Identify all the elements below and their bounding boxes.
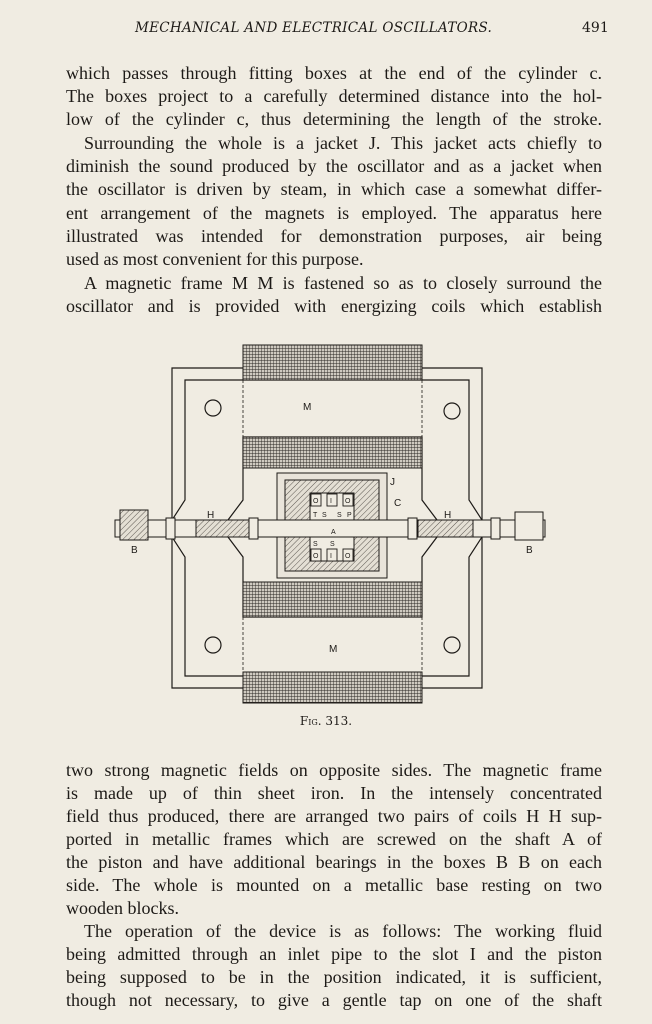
bolt-hole <box>204 399 222 417</box>
text-line: being admitted through an inlet pipe to … <box>66 944 602 964</box>
page-number: 491 <box>582 20 609 36</box>
coil-top-inner <box>242 436 423 469</box>
label-s: S <box>330 541 335 548</box>
text-line: Surrounding the whole is a jacket J. Thi… <box>84 133 602 153</box>
label-b-left: B <box>131 545 138 556</box>
bearing-box-left <box>119 509 149 541</box>
label-t: T <box>313 512 318 519</box>
label-o: O <box>313 498 319 505</box>
text-line: A magnetic frame M M is fastened so as t… <box>84 273 602 293</box>
text-line: diminish the sound produced by the oscil… <box>66 156 602 176</box>
running-header: MECHANICAL AND ELECTRICAL OSCILLATORS. <box>135 20 493 36</box>
label-s: S <box>313 541 318 548</box>
coil-h-left <box>195 519 252 538</box>
label-o: O <box>345 498 351 505</box>
text-line: field thus produced, there are arranged … <box>66 806 602 826</box>
text-line: being supposed to be in the position ind… <box>66 967 602 987</box>
text-line: two strong magnetic fields on opposite s… <box>66 760 602 780</box>
label-c: C <box>394 498 401 509</box>
text-line: the oscillator is driven by steam, in wh… <box>66 179 602 199</box>
label-i: I <box>330 498 332 505</box>
label-m-bottom: M <box>329 644 337 655</box>
text-line: which passes through fitting boxes at th… <box>66 63 602 83</box>
figure-caption: Fig. 313. <box>299 714 353 728</box>
label-s: S <box>322 512 327 519</box>
label-s: S <box>337 512 342 519</box>
text-line: side. The whole is mounted on a metallic… <box>66 875 602 895</box>
text-line: wooden blocks. <box>66 898 179 918</box>
text-line: The boxes project to a carefully determi… <box>66 86 602 106</box>
coil-h-right <box>417 519 474 538</box>
label-o: O <box>313 553 319 560</box>
bolt-hole <box>443 402 461 420</box>
label-a: A <box>331 529 336 536</box>
coil-bottom-outer <box>242 671 423 704</box>
text-line: The operation of the device is as follow… <box>84 921 602 941</box>
coil-bottom-inner <box>242 581 423 618</box>
text-line: though not necessary, to give a gentle t… <box>66 990 602 1010</box>
text-line: ent arrangement of the magnets is employ… <box>66 203 602 223</box>
text-line: low of the cylinder c, thus determining … <box>66 109 602 129</box>
text-line: the piston and have additional bearings … <box>66 852 602 872</box>
shaft-a <box>114 519 546 538</box>
text-line: is made up of thin sheet iron. In the in… <box>66 783 602 803</box>
label-p: P <box>347 512 352 519</box>
text-line: oscillator and is provided with energizi… <box>66 296 602 316</box>
label-b-right: B <box>526 545 533 556</box>
label-m-top: M <box>303 402 311 413</box>
text-line: used as most convenient for this purpose… <box>66 249 364 269</box>
coil-top-outer <box>242 344 423 381</box>
label-o: O <box>345 553 351 560</box>
text-line: ported in metallic frames which are scre… <box>66 829 602 849</box>
bearing-box-right <box>514 511 544 541</box>
text-line: illustrated was intended for demonstrati… <box>66 226 602 246</box>
label-h-left: H <box>207 510 214 521</box>
bolt-hole <box>443 636 461 654</box>
label-i: I <box>330 553 332 560</box>
bolt-hole <box>204 636 222 654</box>
label-j: J <box>390 477 395 488</box>
label-h-right: H <box>444 510 451 521</box>
